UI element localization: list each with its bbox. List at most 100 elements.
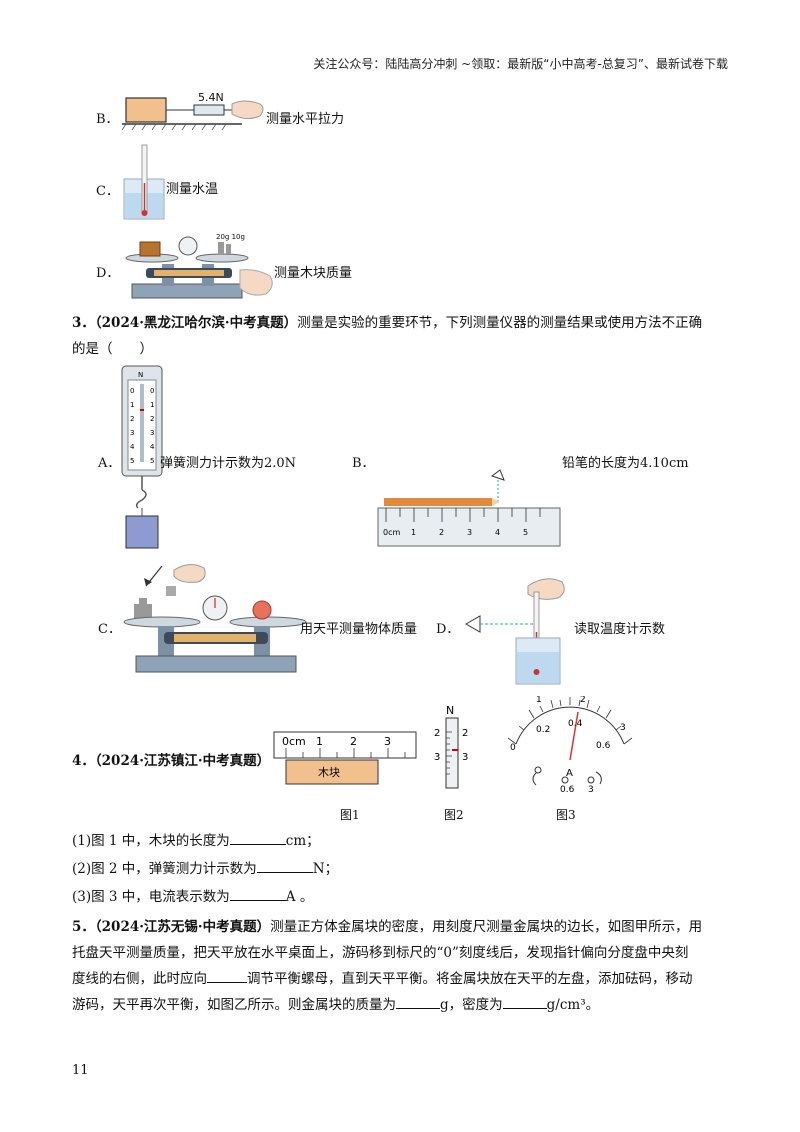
q3-number: 3． <box>72 315 95 331</box>
q3-option-d-text: 读取温度计示数 <box>574 622 666 637</box>
q4-sub3-blank[interactable] <box>229 886 286 901</box>
q2-b-reading: 5.4N <box>198 91 224 104</box>
q4-number: 4． <box>72 753 95 769</box>
q2-option-b-letter: B． <box>96 112 119 127</box>
q5-blank-density[interactable] <box>502 994 547 1009</box>
q4-fig3-inner-04: 0.4 <box>568 719 583 729</box>
q3-a-tick-4: 4 <box>130 443 135 451</box>
q2-option-d-text: 测量木块质量 <box>274 266 353 281</box>
q5-line4: 游码，天平再次平衡，如图乙所示。则金属块的质量为 g，密度为 g/cm³。 <box>72 992 732 1018</box>
q5-blank-mass[interactable] <box>396 994 440 1009</box>
q4-sub2-prefix: (2)图 2 中，弹簧测力计示数为 <box>72 861 257 877</box>
q4-source: （2024·江苏镇江·中考真题） <box>94 753 271 769</box>
q3-option-b-text: 铅笔的长度为4.10cm <box>562 456 689 471</box>
q2-option-d-figure: 20g 10g <box>125 233 273 299</box>
q3-option-a-figure: N 0 0 1 1 2 2 3 3 4 4 5 5 <box>121 365 163 549</box>
q4-fig1-caption: 图1 <box>340 808 360 822</box>
q2-option-b-figure: 5.4N <box>122 91 264 131</box>
q3-a-tick-2r: 2 <box>150 415 154 423</box>
q3-b-tick-2: 2 <box>439 528 444 537</box>
q5-blank-direction[interactable] <box>207 968 247 983</box>
q3-stem-line1: 3．（2024·黑龙江哈尔滨·中考真题）测量是实验的重要环节，下列测量仪器的测量… <box>72 310 732 336</box>
q3-b-tick-0: 0cm <box>383 528 400 537</box>
q4-fig3-outer-3: 3 <box>620 723 626 733</box>
q3-option-c-text: 用天平测量物体质量 <box>300 622 418 637</box>
q4-fig1-tick-2: 2 <box>350 735 357 748</box>
q4-fig2-tick-3l: 3 <box>434 752 440 763</box>
q3-a-tick-0: 0 <box>130 387 134 395</box>
q4-sub2: (2)图 2 中，弹簧测力计示数为 N； <box>72 856 732 882</box>
q5-line3b: 调节平衡螺母，直到天平平衡。将金属块放在天平的左盘，添加砝码，移动 <box>247 971 693 987</box>
q3-a-unit: N <box>138 371 143 379</box>
q4-sub3-prefix: (3)图 3 中，电流表示数为 <box>72 889 230 905</box>
q4-fig3-terminal-3: 3 <box>588 785 594 795</box>
q4-fig3-inner-06: 0.6 <box>596 741 611 751</box>
q3-a-tick-4r: 4 <box>150 443 155 451</box>
q4-fig2: N 2 2 3 3 <box>434 704 468 789</box>
q4-sub1-prefix: (1)图 1 中，木块的长度为 <box>72 833 230 849</box>
q3-b-tick-1: 1 <box>411 528 416 537</box>
q4-sub1: (1)图 1 中，木块的长度为 cm； <box>72 828 732 854</box>
q3-a-tick-0r: 0 <box>150 387 154 395</box>
q2-option-c-text: 测量水温 <box>166 182 219 197</box>
q2-option-c-figure <box>123 144 165 220</box>
q4-header: 4．（2024·江苏镇江·中考真题） <box>72 748 272 774</box>
page-header: 关注公众号：陆陆高分冲刺 ~领取：最新版“小中高考-总复习”、最新试卷下载 <box>313 57 728 71</box>
q3-b-tick-5: 5 <box>523 528 528 537</box>
q2-option-d-letter: D． <box>96 266 120 281</box>
q3-a-tick-5r: 5 <box>150 457 154 465</box>
q3-option-b-figure: 0cm 1 2 3 4 5 <box>377 469 561 547</box>
q3-option-a-text: 弹簧测力计示数为2.0N <box>160 456 297 471</box>
q3-b-tick-3: 3 <box>467 528 472 537</box>
q3-a-tick-1: 1 <box>130 401 134 409</box>
q3-b-tick-4: 4 <box>495 528 500 537</box>
q4-fig3-caption: 图3 <box>556 808 576 822</box>
q4-fig3-outer-2: 2 <box>580 696 586 705</box>
q4-fig3-outer-0: 0 <box>510 743 516 753</box>
q4-fig3: 1 2 3 0 0.2 0.4 0.6 A 0.6 3 <box>507 696 633 795</box>
q4-sub2-blank[interactable] <box>256 858 313 873</box>
q3-a-tick-3r: 3 <box>150 429 154 437</box>
q5-number: 5． <box>72 919 95 935</box>
q4-sub1-suffix: cm； <box>285 833 320 849</box>
q4-fig3-terminal-06: 0.6 <box>560 785 575 795</box>
q4-fig2-tick-3r: 3 <box>462 752 468 763</box>
q3-a-tick-2: 2 <box>130 415 134 423</box>
q3-source: （2024·黑龙江哈尔滨·中考真题） <box>94 315 298 331</box>
q5-line2: 托盘天平测量质量，把天平放在水平桌面上，游码移到标尺的“0”刻度线后，发现指针偏… <box>72 945 689 961</box>
q3-option-b-letter: B． <box>352 456 375 471</box>
q4-fig1: 0cm 1 2 3 木块 <box>273 731 417 785</box>
q3-option-a-letter: A． <box>98 456 121 471</box>
q5-source: （2024·江苏无锡·中考真题） <box>94 919 271 935</box>
q5-line1: 5．（2024·江苏无锡·中考真题）测量正方体金属块的密度，用刻度尺测量金属块的… <box>72 914 732 940</box>
q3-a-tick-3: 3 <box>130 429 134 437</box>
q2-d-weights: 20g 10g <box>216 233 245 241</box>
q5-line3a: 度线的右侧，此时应向 <box>72 971 207 987</box>
q4-fig3-unit: A <box>566 768 573 779</box>
q5-line1-text: 测量正方体金属块的密度，用刻度尺测量金属块的边长，如图甲所示，用 <box>270 919 703 935</box>
q4-fig1-tick-0: 0cm <box>282 735 306 748</box>
q4-fig1-tick-1: 1 <box>316 735 323 748</box>
q2-option-b-text: 测量水平拉力 <box>266 112 345 127</box>
q4-fig3-inner-02: 0.2 <box>536 725 550 735</box>
q4-fig3-outer-1: 1 <box>536 696 542 705</box>
q5-line4a: 游码，天平再次平衡，如图乙所示。则金属块的质量为 <box>72 997 396 1013</box>
q3-option-c-letter: C． <box>98 622 121 637</box>
q4-fig2-tick-2l: 2 <box>434 728 440 739</box>
q4-fig1-block-label: 木块 <box>318 766 340 779</box>
q3-a-tick-1r: 1 <box>150 401 154 409</box>
q3-stem1: 测量是实验的重要环节，下列测量仪器的测量结果或使用方法不正确 <box>297 315 703 331</box>
q4-sub2-suffix: N； <box>312 861 339 877</box>
q5-line4b: g，密度为 <box>440 997 503 1013</box>
q3-option-c-figure <box>123 564 307 673</box>
q4-fig2-unit: N <box>446 704 454 717</box>
q3-stem2: 的是（ ） <box>72 341 153 357</box>
q3-option-d-figure <box>464 578 565 685</box>
page-number: 11 <box>72 1063 89 1078</box>
q5-line4c: g/cm³。 <box>546 997 600 1013</box>
q4-fig2-tick-2r: 2 <box>462 728 468 739</box>
q4-sub1-blank[interactable] <box>229 830 286 845</box>
q4-fig1-tick-3: 3 <box>384 735 391 748</box>
q3-a-tick-5: 5 <box>130 457 134 465</box>
